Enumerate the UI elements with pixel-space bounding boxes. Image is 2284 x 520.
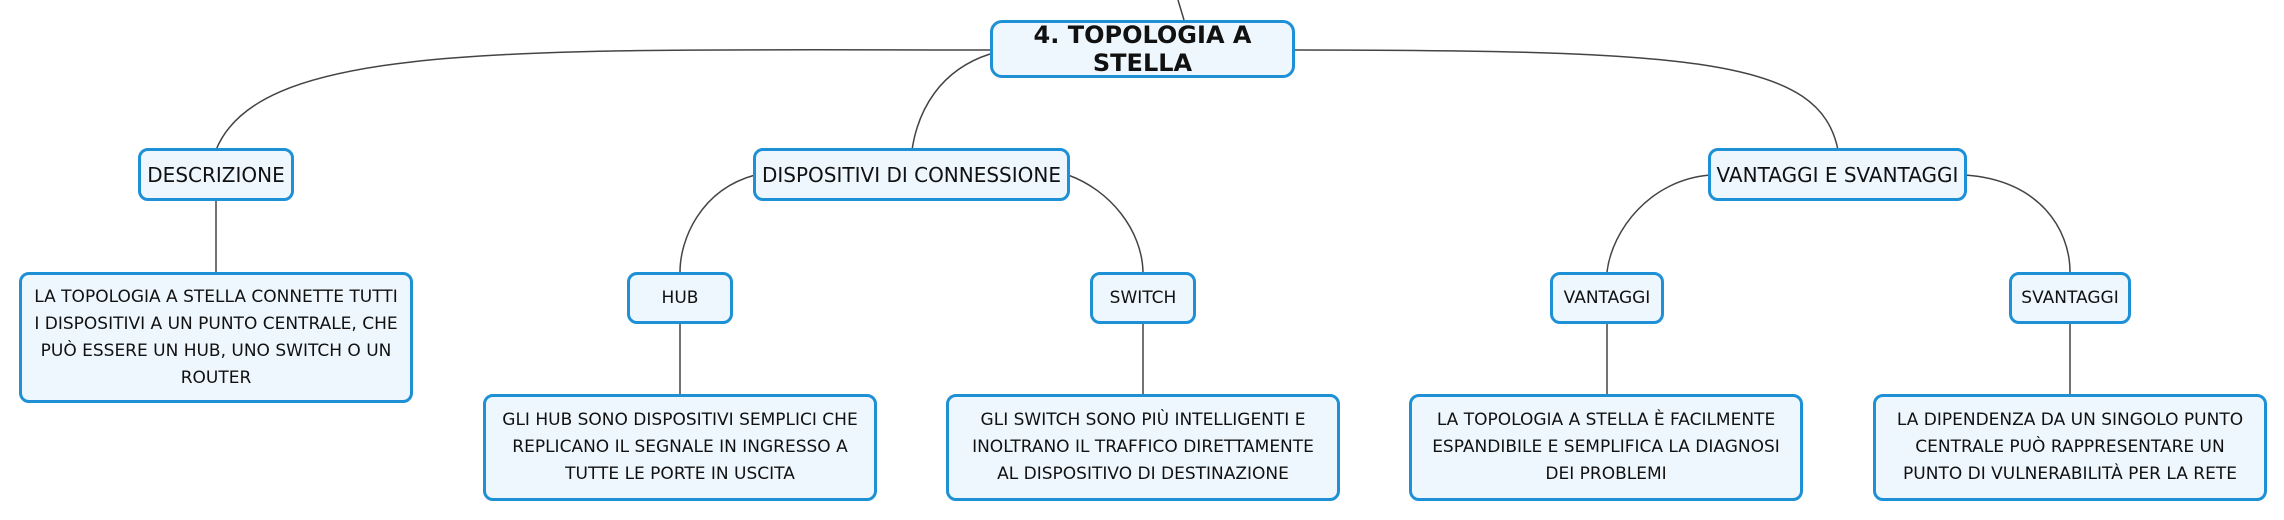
connector-dispositivi-hub	[679, 174, 756, 273]
connector-vantaggi-right	[1964, 174, 2071, 273]
vantaggi-text: LA TOPOLOGIA A STELLA È FACILMENTE ESPAN…	[1432, 410, 1780, 484]
node-switch[interactable]: SWITCH	[1090, 272, 1196, 324]
node-dispositivi-label: DISPOSITIVI DI CONNESSIONE	[762, 162, 1061, 187]
node-switch-text[interactable]: GLI SWITCH SONO PIÙ INTELLIGENTI E INOLT…	[946, 394, 1340, 501]
node-hub-text[interactable]: GLI HUB SONO DISPOSITIVI SEMPLICI CHE RE…	[483, 394, 877, 501]
node-hub[interactable]: HUB	[627, 272, 733, 324]
hub-text: GLI HUB SONO DISPOSITIVI SEMPLICI CHE RE…	[502, 410, 858, 484]
node-descrizione[interactable]: DESCRIZIONE	[138, 148, 294, 201]
node-svantaggi[interactable]: SVANTAGGI	[2009, 272, 2131, 324]
node-hub-label: HUB	[661, 288, 699, 308]
root-title: 4. TOPOLOGIA A STELLA	[1033, 21, 1252, 77]
node-descrizione-text[interactable]: LA TOPOLOGIA A STELLA CONNETTE TUTTI I D…	[19, 272, 413, 403]
descrizione-text: LA TOPOLOGIA A STELLA CONNETTE TUTTI I D…	[34, 286, 398, 388]
node-vantaggi-text[interactable]: LA TOPOLOGIA A STELLA È FACILMENTE ESPAN…	[1409, 394, 1803, 501]
node-vantaggi-e-svantaggi[interactable]: VANTAGGI E SVANTAGGI	[1708, 148, 1967, 201]
connector-root-descrizione	[215, 49, 991, 151]
node-vantaggi-label: VANTAGGI	[1563, 288, 1651, 308]
connector-root-vantaggi	[1294, 49, 1839, 151]
root-node[interactable]: 4. TOPOLOGIA A STELLA	[990, 20, 1295, 78]
node-switch-label: SWITCH	[1109, 288, 1177, 308]
connector-root-dispositivi	[911, 53, 991, 151]
node-vantaggi[interactable]: VANTAGGI	[1550, 272, 1664, 324]
switch-text: GLI SWITCH SONO PIÙ INTELLIGENTI E INOLT…	[972, 410, 1314, 484]
node-dispositivi-di-connessione[interactable]: DISPOSITIVI DI CONNESSIONE	[753, 148, 1070, 201]
connector-vantaggi-left	[1606, 174, 1711, 273]
node-svantaggi-label: SVANTAGGI	[2021, 288, 2119, 308]
svantaggi-text: LA DIPENDENZA DA UN SINGOLO PUNTO CENTRA…	[1896, 410, 2244, 484]
connector-dispositivi-switch	[1067, 174, 1144, 273]
node-svantaggi-text[interactable]: LA DIPENDENZA DA UN SINGOLO PUNTO CENTRA…	[1873, 394, 2267, 501]
connector-root-parent	[1177, 0, 1185, 21]
node-descrizione-label: DESCRIZIONE	[147, 162, 285, 187]
node-vantaggi-svantaggi-label: VANTAGGI E SVANTAGGI	[1716, 162, 1959, 187]
